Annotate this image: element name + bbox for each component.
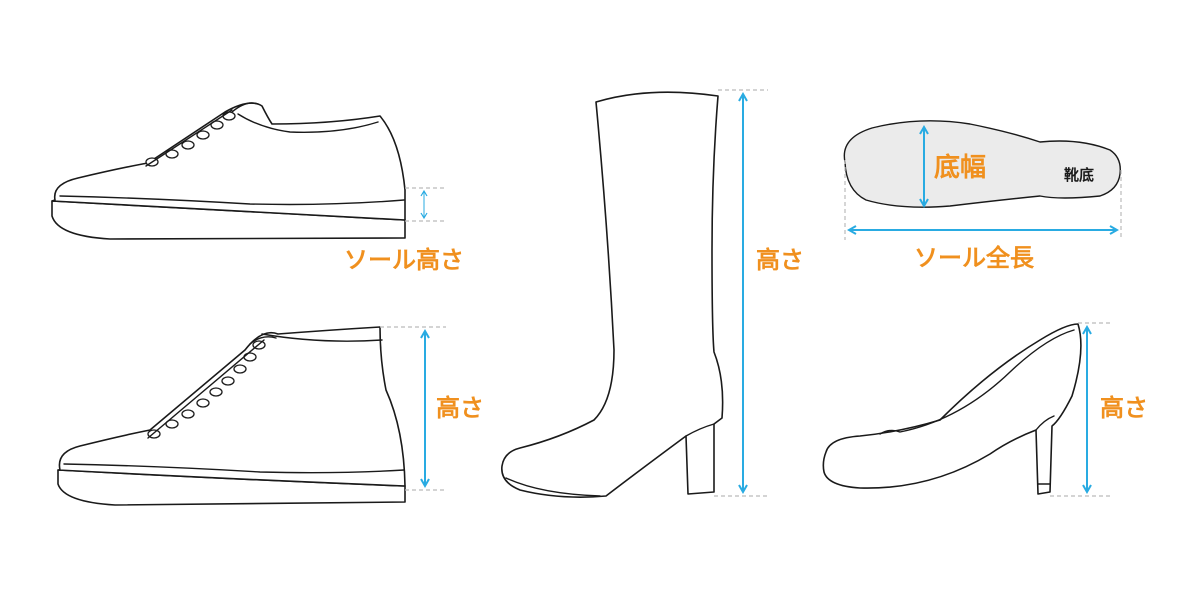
- pump-height-label: 高さ: [1100, 394, 1148, 422]
- boot-height-label: 高さ: [756, 246, 804, 274]
- long-boot: [501, 89, 768, 498]
- sole-width-label: 底幅: [934, 152, 986, 183]
- low-sneaker: [51, 102, 446, 240]
- high-heel-pump: [822, 322, 1112, 497]
- high-sneaker: [57, 326, 446, 506]
- sole-top-view: [843, 120, 1122, 240]
- high-sneaker-height-label: 高さ: [436, 394, 484, 422]
- high-sneaker-laces: [147, 339, 266, 439]
- sole-length-label: ソール全長: [914, 244, 1035, 272]
- shoe-sole-label: 靴底: [1064, 166, 1094, 184]
- low-sneaker-laces: [145, 109, 236, 167]
- sole-height-label: ソール高さ: [344, 246, 464, 274]
